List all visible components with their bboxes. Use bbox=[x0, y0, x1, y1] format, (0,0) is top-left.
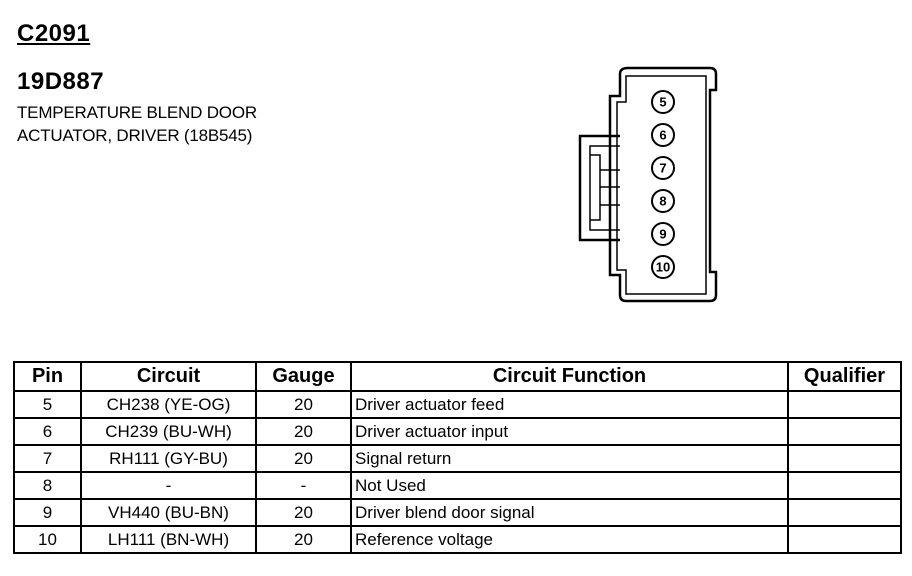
cell-qualifier bbox=[787, 525, 902, 554]
locking-tab-inner bbox=[589, 145, 620, 231]
table-row: 8 - - Not Used bbox=[13, 471, 902, 500]
cell-circuit: LH111 (BN-WH) bbox=[80, 525, 257, 554]
pin-circle-5 bbox=[651, 90, 675, 114]
header-circuit-function: Circuit Function bbox=[350, 361, 789, 392]
cell-gauge: 20 bbox=[255, 417, 352, 446]
cell-function: Driver actuator input bbox=[350, 417, 789, 446]
pin-number-9: 9 bbox=[659, 227, 666, 242]
cell-circuit: VH440 (BU-BN) bbox=[80, 498, 257, 527]
cell-function: Driver blend door signal bbox=[350, 498, 789, 527]
cell-pin: 6 bbox=[13, 417, 82, 446]
cell-circuit: CH238 (YE-OG) bbox=[80, 390, 257, 419]
cell-function: Not Used bbox=[350, 471, 789, 500]
cell-pin: 5 bbox=[13, 390, 82, 419]
locking-tab-outer bbox=[578, 134, 620, 242]
table-header-row: Pin Circuit Gauge Circuit Function Quali… bbox=[13, 361, 902, 392]
cell-qualifier bbox=[787, 471, 902, 500]
component-description-line2: ACTUATOR, DRIVER (18B545) bbox=[17, 126, 253, 145]
cell-pin: 10 bbox=[13, 525, 82, 554]
cell-circuit: CH239 (BU-WH) bbox=[80, 417, 257, 446]
cell-qualifier bbox=[787, 498, 902, 527]
pin-number-7: 7 bbox=[659, 161, 666, 176]
cell-qualifier bbox=[787, 417, 902, 446]
cell-gauge: - bbox=[255, 471, 352, 500]
connector-inner-wall bbox=[616, 75, 707, 295]
part-number: 19D887 bbox=[17, 68, 105, 95]
locking-tab-latch bbox=[590, 154, 601, 221]
cell-gauge: 20 bbox=[255, 444, 352, 473]
pin-circle-9 bbox=[651, 222, 675, 246]
locking-tab-ribs bbox=[600, 169, 620, 206]
cell-gauge: 20 bbox=[255, 390, 352, 419]
table-row: 5 CH238 (YE-OG) 20 Driver actuator feed bbox=[13, 390, 902, 419]
header-pin: Pin bbox=[13, 361, 82, 392]
table-row: 6 CH239 (BU-WH) 20 Driver actuator input bbox=[13, 417, 902, 446]
cell-qualifier bbox=[787, 390, 902, 419]
pin-circle-7 bbox=[651, 156, 675, 180]
connector-id: C2091 bbox=[17, 20, 91, 47]
pin-circles: 5 6 7 8 9 10 bbox=[651, 90, 675, 279]
connector-housing bbox=[608, 66, 718, 303]
cell-pin: 9 bbox=[13, 498, 82, 527]
cell-pin: 7 bbox=[13, 444, 82, 473]
pin-circle-10 bbox=[651, 255, 675, 279]
pin-circle-8 bbox=[651, 189, 675, 213]
cell-function: Driver actuator feed bbox=[350, 390, 789, 419]
cell-pin: 8 bbox=[13, 471, 82, 500]
cell-circuit: RH111 (GY-BU) bbox=[80, 444, 257, 473]
pinout-table: Pin Circuit Gauge Circuit Function Quali… bbox=[13, 361, 902, 554]
cell-gauge: 20 bbox=[255, 498, 352, 527]
component-description-line1: TEMPERATURE BLEND DOOR bbox=[17, 103, 257, 122]
header-gauge: Gauge bbox=[255, 361, 352, 392]
cell-function: Signal return bbox=[350, 444, 789, 473]
header-qualifier: Qualifier bbox=[787, 361, 902, 392]
pin-number-8: 8 bbox=[659, 194, 666, 209]
table-row: 9 VH440 (BU-BN) 20 Driver blend door sig… bbox=[13, 498, 902, 527]
table-row: 7 RH111 (GY-BU) 20 Signal return bbox=[13, 444, 902, 473]
cell-qualifier bbox=[787, 444, 902, 473]
table-row: 10 LH111 (BN-WH) 20 Reference voltage bbox=[13, 525, 902, 554]
pin-circle-6 bbox=[651, 123, 675, 147]
connector-face-diagram: 5 6 7 8 9 10 bbox=[578, 66, 718, 303]
pin-number-5: 5 bbox=[659, 95, 666, 110]
pin-number-10: 10 bbox=[656, 260, 670, 275]
cell-function: Reference voltage bbox=[350, 525, 789, 554]
header-circuit: Circuit bbox=[80, 361, 257, 392]
cell-circuit: - bbox=[80, 471, 257, 500]
cell-gauge: 20 bbox=[255, 525, 352, 554]
pin-number-6: 6 bbox=[659, 128, 666, 143]
